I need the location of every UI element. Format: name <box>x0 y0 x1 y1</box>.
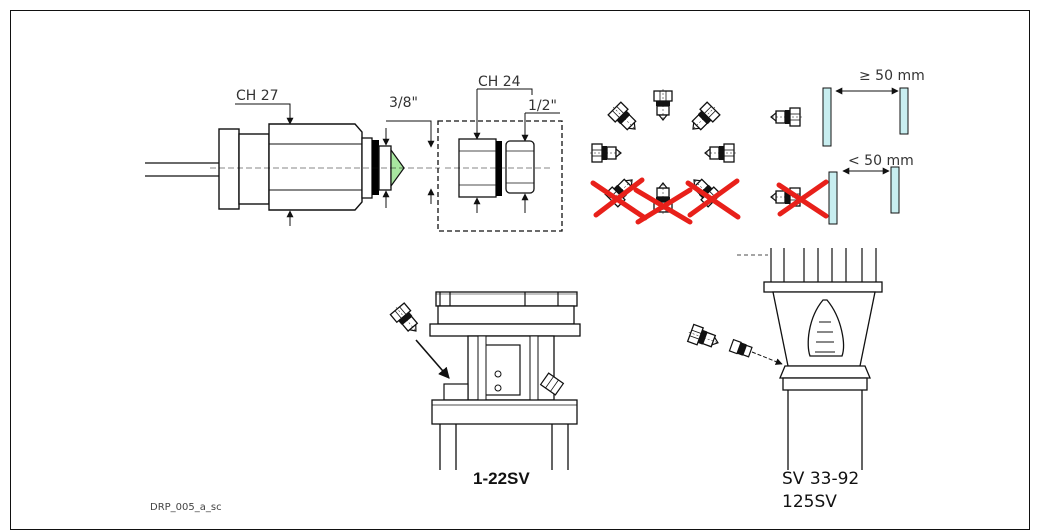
diagram-stage: CH 27 3/8" CH 24 1/2" ≥ 50 mm < 50 mm 1-… <box>10 10 1030 530</box>
assembly-diagram: CH 27 3/8" CH 24 1/2" ≥ 50 mm < 50 mm 1-… <box>145 68 925 513</box>
label-thread-1-2: 1/2" <box>528 98 557 114</box>
pump-sv33-125sv-drawing <box>685 248 883 470</box>
pump-1-22sv-drawing <box>388 291 581 470</box>
wall-near-ok <box>822 87 832 147</box>
label-gap-bad: < 50 mm <box>848 153 914 169</box>
pressure-switch-drawing <box>145 103 440 226</box>
label-gap-ok: ≥ 50 mm <box>859 68 925 84</box>
red-cross-distance <box>776 179 829 219</box>
label-model-sv33-92: SV 33-92 <box>782 469 859 489</box>
label-ch24: CH 24 <box>478 74 521 90</box>
adapter-drawing <box>437 88 563 232</box>
gasket-adapter <box>496 141 502 196</box>
orientation-rosette <box>589 88 741 225</box>
gasket-left <box>372 140 379 195</box>
label-model-1-22sv: 1-22SV <box>473 469 530 488</box>
drawing-code: DRP_005_a_sc <box>150 502 222 513</box>
red-cross-marks <box>590 177 741 225</box>
label-ch27: CH 27 <box>236 88 279 104</box>
wall-far-bad <box>890 166 900 214</box>
label-thread-3-8: 3/8" <box>389 95 418 111</box>
distance-drawing <box>770 87 909 225</box>
label-model-125sv: 125SV <box>782 492 837 512</box>
wall-near-bad <box>828 171 838 225</box>
wall-far-ok <box>899 87 909 135</box>
